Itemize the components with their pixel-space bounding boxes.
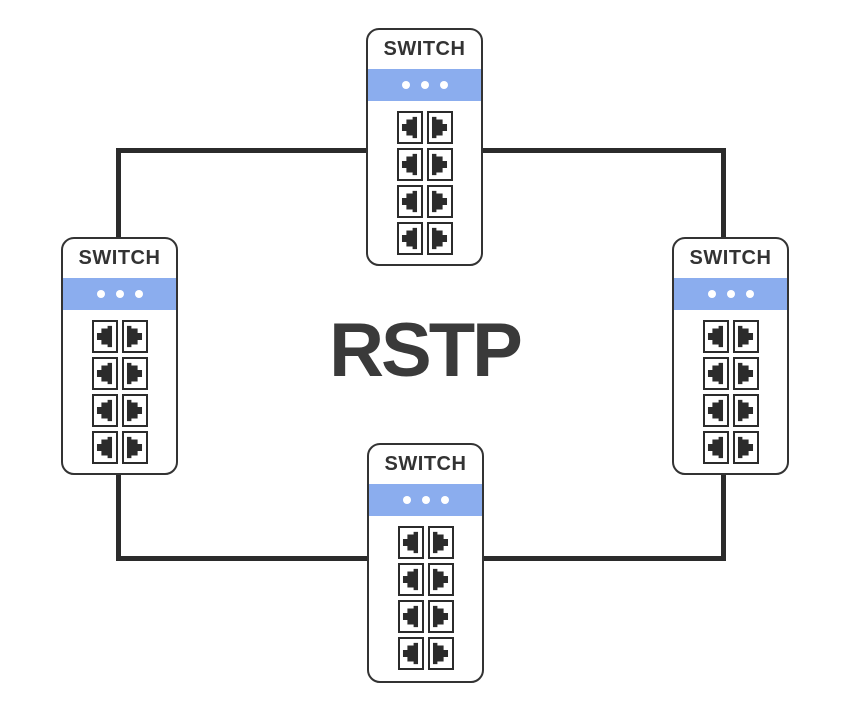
rj45-port xyxy=(121,357,148,390)
rj45-plug-icon xyxy=(402,642,419,665)
rj45-port xyxy=(732,431,759,464)
rj45-plug-icon xyxy=(431,227,448,250)
rj45-port xyxy=(427,600,454,633)
rj45-plug-icon xyxy=(432,605,449,628)
status-dot xyxy=(440,496,449,504)
rj45-port xyxy=(732,357,759,390)
rj45-plug-icon xyxy=(707,436,724,459)
rj45-port xyxy=(732,394,759,427)
status-dot xyxy=(134,290,143,298)
rj45-port xyxy=(91,431,118,464)
rj45-plug-icon xyxy=(401,190,418,213)
rj45-port xyxy=(427,526,454,559)
rj45-plug-icon xyxy=(401,153,418,176)
port-grid xyxy=(396,111,453,255)
rj45-plug-icon xyxy=(126,325,143,348)
status-dot xyxy=(745,290,754,298)
rj45-plug-icon xyxy=(401,227,418,250)
rj45-plug-icon xyxy=(401,116,418,139)
status-dot xyxy=(420,81,429,89)
port-grid xyxy=(91,320,148,464)
rj45-plug-icon xyxy=(96,399,113,422)
rj45-plug-icon xyxy=(402,605,419,628)
rj45-port xyxy=(396,148,423,181)
rj45-port xyxy=(426,111,453,144)
rj45-port xyxy=(397,526,424,559)
rj45-port xyxy=(702,431,729,464)
rj45-port xyxy=(121,394,148,427)
rj45-port xyxy=(397,563,424,596)
rj45-port xyxy=(426,185,453,218)
rj45-port xyxy=(427,563,454,596)
status-dot xyxy=(115,290,124,298)
switch-node-top: SWITCH xyxy=(366,28,483,266)
diagram-title: RSTP xyxy=(329,308,523,393)
rj45-port xyxy=(732,320,759,353)
switch-label: SWITCH xyxy=(78,247,161,269)
rj45-plug-icon xyxy=(737,325,754,348)
rj45-plug-icon xyxy=(737,362,754,385)
rj45-plug-icon xyxy=(432,568,449,591)
port-grid xyxy=(397,526,454,670)
status-dot xyxy=(402,496,411,504)
status-dot xyxy=(421,496,430,504)
rj45-port xyxy=(121,431,148,464)
rj45-port xyxy=(396,111,423,144)
rj45-plug-icon xyxy=(431,116,448,139)
rj45-plug-icon xyxy=(707,325,724,348)
rj45-port xyxy=(396,222,423,255)
rj45-plug-icon xyxy=(431,190,448,213)
rj45-plug-icon xyxy=(96,325,113,348)
status-dot xyxy=(96,290,105,298)
switch-label: SWITCH xyxy=(384,453,467,475)
rj45-plug-icon xyxy=(402,531,419,554)
rj45-port xyxy=(91,394,118,427)
status-dot xyxy=(439,81,448,89)
rj45-port xyxy=(397,600,424,633)
rj45-plug-icon xyxy=(126,399,143,422)
status-dot xyxy=(726,290,735,298)
switch-status-band xyxy=(674,278,787,310)
switch-status-band xyxy=(63,278,176,310)
rj45-port xyxy=(397,637,424,670)
switch-label: SWITCH xyxy=(689,247,772,269)
rj45-port xyxy=(426,222,453,255)
rj45-plug-icon xyxy=(96,436,113,459)
rj45-plug-icon xyxy=(432,642,449,665)
status-dot xyxy=(707,290,716,298)
rj45-port xyxy=(121,320,148,353)
switch-status-band xyxy=(368,69,481,101)
rj45-port xyxy=(702,357,729,390)
switch-label: SWITCH xyxy=(383,38,466,60)
switch-status-band xyxy=(369,484,482,516)
rj45-plug-icon xyxy=(707,362,724,385)
rj45-plug-icon xyxy=(402,568,419,591)
rj45-port xyxy=(396,185,423,218)
rj45-port xyxy=(702,394,729,427)
rj45-plug-icon xyxy=(737,399,754,422)
rj45-port xyxy=(91,357,118,390)
rj45-port xyxy=(91,320,118,353)
port-grid xyxy=(702,320,759,464)
rj45-port xyxy=(702,320,729,353)
rj45-plug-icon xyxy=(96,362,113,385)
rj45-plug-icon xyxy=(432,531,449,554)
switch-node-bottom: SWITCH xyxy=(367,443,484,683)
switch-node-left: SWITCH xyxy=(61,237,178,475)
rj45-plug-icon xyxy=(737,436,754,459)
rj45-plug-icon xyxy=(707,399,724,422)
rj45-plug-icon xyxy=(431,153,448,176)
status-dot xyxy=(401,81,410,89)
rj45-plug-icon xyxy=(126,436,143,459)
rj45-plug-icon xyxy=(126,362,143,385)
rj45-port xyxy=(427,637,454,670)
rj45-port xyxy=(426,148,453,181)
switch-node-right: SWITCH xyxy=(672,237,789,475)
